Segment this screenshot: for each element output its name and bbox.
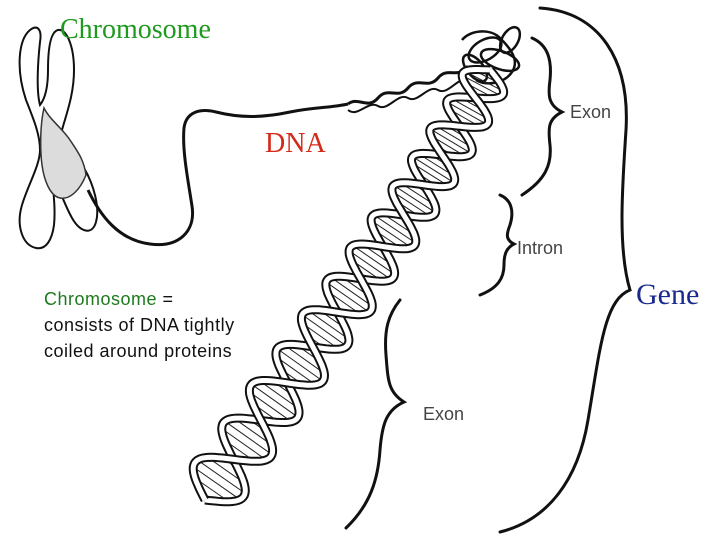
- exon-top-brace: [522, 38, 562, 195]
- gene-brace: [500, 8, 630, 532]
- chromosome-label: Chromosome: [60, 14, 211, 46]
- definition-equals: =: [157, 289, 174, 309]
- dna-label: DNA: [265, 128, 326, 160]
- exon-bottom-brace: [346, 300, 404, 528]
- intron-brace: [480, 195, 514, 295]
- definition-term: Chromosome: [44, 289, 157, 309]
- gene-label: Gene: [636, 278, 699, 312]
- chromosome-icon: [20, 28, 98, 249]
- chromosome-definition: Chromosome = consists of DNA tightly coi…: [44, 286, 235, 364]
- double-helix: [193, 70, 503, 502]
- definition-line-3: coiled around proteins: [44, 338, 235, 364]
- exon-bottom-label: Exon: [423, 404, 464, 425]
- definition-line-1: Chromosome =: [44, 286, 235, 312]
- dna-thread: [88, 104, 348, 245]
- definition-line-2: consists of DNA tightly: [44, 312, 235, 338]
- intron-label: Intron: [517, 238, 563, 259]
- exon-top-label: Exon: [570, 102, 611, 123]
